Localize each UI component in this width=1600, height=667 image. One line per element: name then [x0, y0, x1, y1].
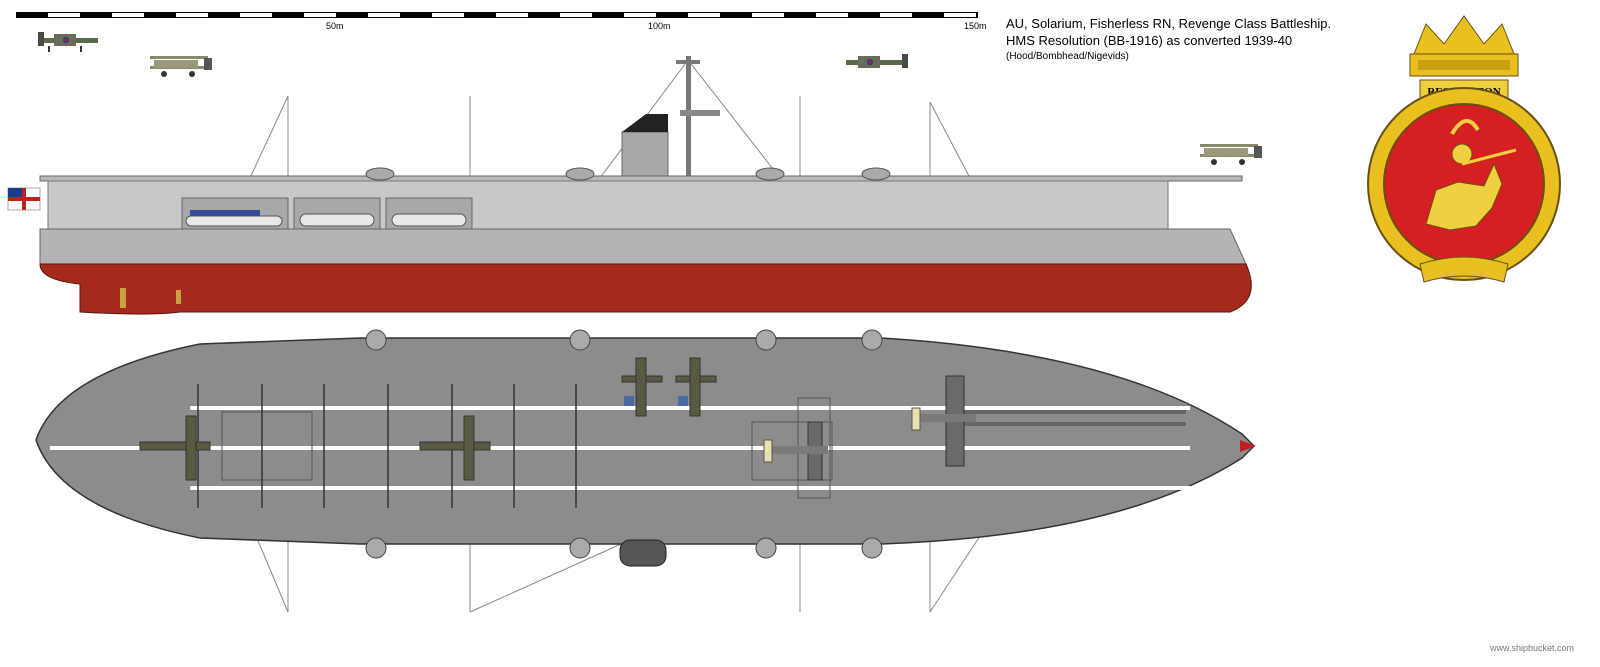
aircraft-icon: [38, 32, 98, 52]
scale-label-100m: 100m: [648, 21, 671, 31]
biplane-icon: [150, 56, 212, 77]
scale-label-150m: 150m: [964, 21, 987, 31]
scale-bar: [16, 12, 978, 20]
biplane-icon: [1200, 144, 1262, 165]
ship-side-profile: [7, 56, 1252, 315]
watermark: www.shipbucket.com: [1490, 643, 1575, 653]
scale-label-50m: 50m: [326, 21, 344, 31]
ship-crest-icon: RESOLUTION: [1367, 15, 1561, 283]
title-line-2: HMS Resolution (BB-1916) as converted 19…: [1006, 33, 1293, 48]
ship-plan-view: [35, 329, 1256, 613]
title-line-1: AU, Solarium, Fisherless RN, Revenge Cla…: [1006, 16, 1332, 31]
scale-bar-graphic: [16, 12, 978, 18]
title-credits: (Hood/Bombhead/Nigevids): [1006, 51, 1129, 62]
aircraft-icon: [846, 54, 908, 68]
